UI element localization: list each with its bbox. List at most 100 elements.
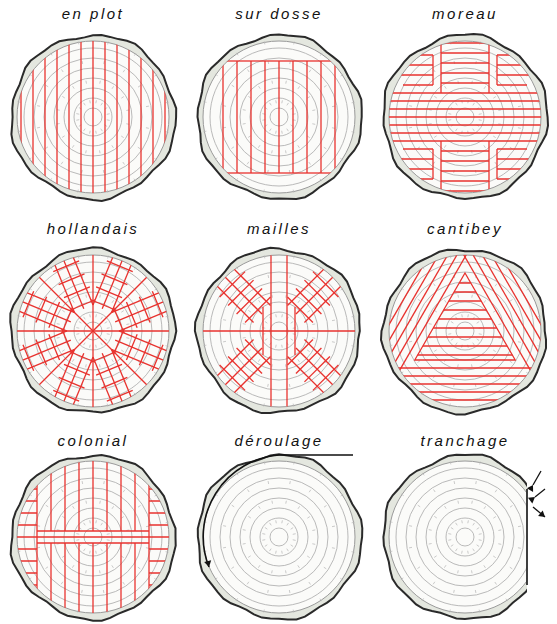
cut-line bbox=[264, 461, 266, 464]
cut-line bbox=[166, 316, 169, 318]
cut-line bbox=[441, 150, 489, 151]
cut-line bbox=[399, 54, 433, 55]
cut-line bbox=[77, 404, 79, 407]
cut-line bbox=[285, 150, 287, 153]
cut-line bbox=[287, 103, 289, 105]
cut-line bbox=[275, 345, 277, 348]
cut-line bbox=[434, 283, 436, 286]
cut-line bbox=[112, 300, 114, 302]
cut-line bbox=[50, 178, 52, 180]
cut-line bbox=[215, 158, 218, 160]
cut-line bbox=[309, 582, 311, 585]
log-section bbox=[384, 34, 548, 199]
cut-line bbox=[78, 41, 80, 44]
cut-line bbox=[263, 404, 265, 407]
cut-line bbox=[17, 131, 20, 133]
cut-line bbox=[152, 291, 163, 317]
cut-line bbox=[389, 108, 541, 109]
sawing-method-label: tranchage bbox=[420, 432, 509, 450]
cut-line bbox=[126, 323, 129, 325]
cut-line bbox=[103, 590, 105, 593]
cut-line bbox=[484, 300, 486, 302]
cut-line bbox=[518, 547, 521, 549]
cut-line bbox=[120, 543, 121, 613]
cut-line bbox=[533, 471, 541, 485]
cut-line bbox=[85, 81, 87, 84]
cut-line bbox=[101, 377, 127, 388]
cut-line bbox=[121, 97, 124, 99]
cut-line bbox=[409, 525, 412, 527]
cut-line bbox=[258, 565, 260, 567]
cut-line bbox=[56, 41, 57, 193]
cut-line bbox=[324, 506, 327, 508]
cut-line bbox=[262, 539, 265, 541]
cut-line bbox=[264, 41, 266, 44]
cut-line bbox=[403, 148, 433, 149]
cut-line bbox=[389, 116, 541, 117]
cut-line bbox=[89, 551, 91, 554]
cut-line bbox=[291, 322, 294, 324]
cut-line bbox=[450, 255, 452, 258]
cut-line bbox=[304, 286, 341, 323]
cut-line bbox=[293, 610, 295, 613]
cut-line bbox=[107, 539, 110, 541]
cut-line bbox=[247, 162, 249, 164]
cut-line bbox=[475, 590, 477, 593]
cut-line bbox=[92, 255, 93, 331]
cut-line bbox=[320, 393, 322, 396]
cut-line bbox=[456, 523, 458, 526]
cut-line bbox=[471, 235, 551, 374]
cut-line bbox=[248, 350, 251, 352]
growth-ring bbox=[260, 518, 298, 556]
cut-line bbox=[497, 178, 531, 179]
cut-line bbox=[312, 543, 315, 545]
cut-line bbox=[91, 352, 117, 363]
cut-line bbox=[59, 377, 85, 388]
cut-line bbox=[493, 556, 495, 558]
cut-line bbox=[29, 288, 31, 290]
cut-line bbox=[444, 565, 446, 567]
growth-ring bbox=[220, 58, 338, 176]
cut-line bbox=[111, 293, 159, 313]
cut-line bbox=[62, 310, 64, 312]
cut-line bbox=[78, 255, 80, 258]
cut-line bbox=[389, 132, 541, 133]
cut-line bbox=[538, 316, 541, 318]
cut-line bbox=[155, 494, 158, 496]
cut-line bbox=[268, 481, 270, 484]
cut-line bbox=[417, 567, 420, 569]
cut-line bbox=[101, 317, 103, 319]
growth-ring bbox=[240, 498, 318, 576]
cut-line bbox=[444, 145, 446, 147]
cut-line bbox=[107, 333, 110, 335]
cut-line bbox=[433, 582, 435, 584]
cut-line bbox=[264, 255, 266, 258]
cut-line bbox=[479, 119, 482, 121]
cut-line bbox=[270, 523, 272, 526]
cut-line bbox=[99, 570, 101, 573]
cut-line bbox=[287, 523, 289, 525]
cut-line bbox=[234, 356, 271, 393]
cut-line bbox=[467, 520, 469, 523]
cut-line bbox=[76, 119, 79, 121]
cut-line bbox=[53, 390, 79, 401]
cut-line bbox=[91, 300, 117, 311]
cut-line bbox=[204, 101, 207, 103]
cut-line bbox=[76, 539, 79, 541]
cut-line bbox=[76, 533, 79, 535]
cut-line bbox=[126, 334, 137, 360]
cut-line bbox=[510, 300, 513, 302]
cut-line bbox=[461, 551, 463, 554]
cut-line bbox=[120, 461, 121, 531]
cut-line bbox=[92, 461, 93, 531]
cut-line bbox=[390, 315, 393, 317]
cut-line bbox=[471, 364, 473, 367]
cut-line bbox=[309, 490, 311, 492]
cut-line bbox=[18, 101, 21, 103]
cut-line bbox=[29, 372, 32, 374]
cut-line bbox=[166, 551, 169, 553]
cut-line bbox=[358, 223, 438, 362]
cut-line bbox=[341, 288, 344, 290]
cut-line bbox=[92, 543, 93, 613]
cut-line bbox=[20, 41, 21, 193]
